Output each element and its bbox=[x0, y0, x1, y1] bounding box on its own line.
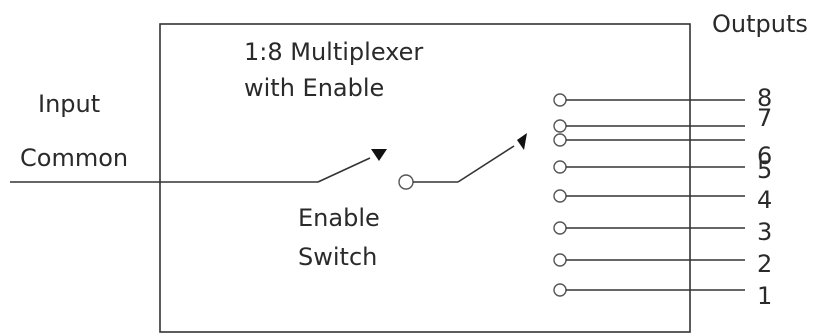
output-node bbox=[553, 253, 567, 267]
title-line-2: with Enable bbox=[244, 74, 384, 102]
output-number: 7 bbox=[757, 104, 772, 132]
input-label: Input bbox=[38, 90, 100, 118]
output-terminal: 1 bbox=[553, 282, 772, 310]
output-node bbox=[553, 119, 567, 133]
output-terminal: 6 bbox=[553, 133, 772, 170]
common-label: Common bbox=[20, 144, 128, 172]
output-node bbox=[553, 160, 567, 174]
output-terminal: 2 bbox=[553, 250, 772, 278]
output-node bbox=[553, 189, 567, 203]
output-terminal: 5 bbox=[553, 156, 772, 184]
output-number: 2 bbox=[757, 250, 772, 278]
output-number: 5 bbox=[757, 156, 772, 184]
output-node bbox=[553, 221, 567, 235]
selector-lever bbox=[457, 145, 515, 183]
title-line-1: 1:8 Multiplexer bbox=[244, 38, 423, 66]
enable-switch-lever bbox=[317, 157, 371, 183]
output-node bbox=[553, 283, 567, 297]
outputs-label: Outputs bbox=[712, 10, 808, 38]
output-terminal: 3 bbox=[553, 218, 772, 246]
switch-label: Switch bbox=[298, 243, 377, 271]
selector-arrow bbox=[517, 133, 527, 150]
output-terminal: 7 bbox=[553, 104, 772, 133]
output-number: 3 bbox=[757, 218, 772, 246]
output-number: 1 bbox=[757, 282, 772, 310]
output-node bbox=[553, 133, 567, 147]
enable-label: Enable bbox=[298, 204, 380, 232]
output-terminal: 8 bbox=[553, 84, 772, 112]
multiplexer-box bbox=[159, 23, 691, 333]
output-terminals: 8 7 6 5 4 3 2 bbox=[553, 84, 772, 310]
enable-switch-arrow bbox=[371, 149, 387, 161]
output-number: 6 bbox=[757, 142, 772, 170]
output-node bbox=[553, 93, 567, 107]
output-number: 4 bbox=[757, 186, 772, 214]
enable-switch-node bbox=[398, 174, 414, 190]
output-number: 8 bbox=[757, 84, 772, 112]
output-terminal: 4 bbox=[553, 186, 772, 214]
